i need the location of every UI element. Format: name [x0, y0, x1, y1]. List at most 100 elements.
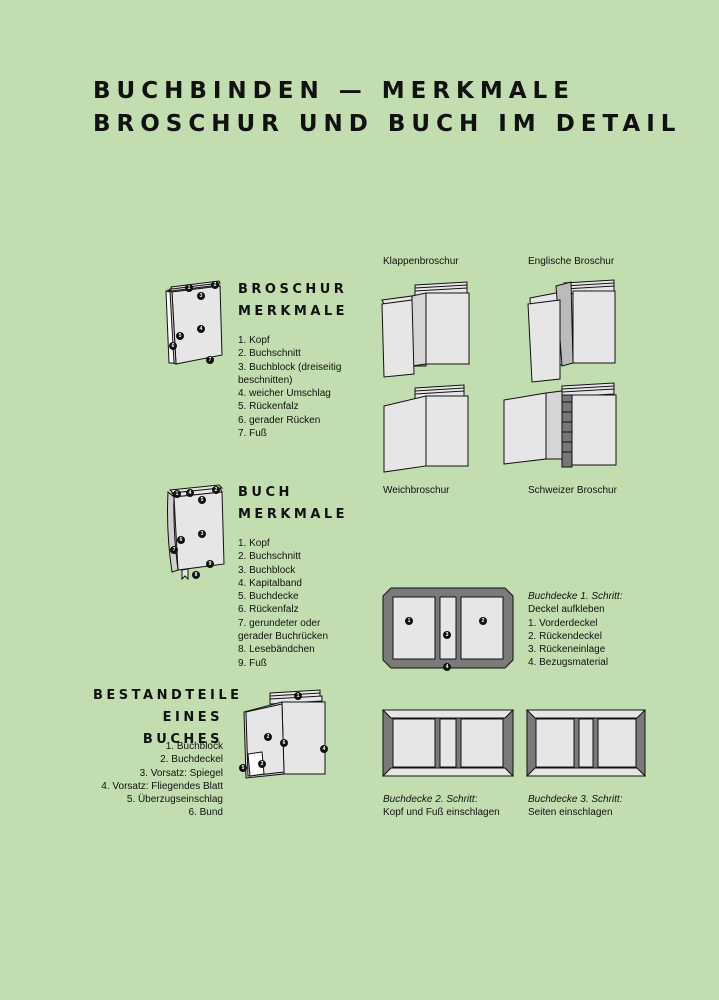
svg-text:8: 8: [195, 572, 198, 578]
marker-5: [239, 764, 247, 772]
page-title: BUCHBINDEN — MERKMALE BROSCHUR UND BUCH …: [93, 75, 681, 141]
marker-2: [479, 617, 487, 625]
label-klappenbroschur: Klappenbroschur: [383, 256, 459, 267]
svg-text:4: 4: [446, 664, 449, 670]
bestandteile-heading: BESTANDTEILE EINES BUCHES: [93, 688, 243, 747]
list-item: 6. Rückenfalz: [238, 604, 299, 616]
marker-4: [186, 489, 194, 497]
marker-6: [177, 536, 185, 544]
svg-text:2: 2: [215, 487, 218, 493]
svg-text:3: 3: [446, 632, 449, 638]
marker-4: [197, 325, 205, 333]
klappenbroschur-illustration: [381, 281, 470, 378]
weichbroschur-illustration: [383, 384, 469, 473]
buch-markers: 1 2 3 4 5 6 7 8 9: [170, 486, 220, 579]
list-item: 1. Kopf: [238, 335, 270, 346]
list-item: 4. Kapitalband: [238, 577, 302, 589]
svg-text:5: 5: [201, 497, 204, 503]
marker-9: [206, 560, 214, 568]
marker-5: [198, 496, 206, 504]
list-item: gerader Buchrücken: [238, 631, 329, 643]
label-englische-broschur: Englische Broschur: [528, 256, 615, 267]
buch-heading: BUCH MERKMALE: [238, 485, 349, 522]
list-item: beschnitten): [238, 374, 293, 386]
svg-text:5: 5: [242, 765, 245, 771]
list-item: 5. Rückenfalz: [238, 401, 299, 413]
svg-text:6: 6: [180, 537, 183, 543]
list-item: 8. Lesebändchen: [238, 644, 315, 656]
label-schweizer-broschur: Schweizer Broschur: [528, 485, 617, 496]
svg-text:7: 7: [209, 357, 212, 363]
svg-text:7: 7: [173, 547, 176, 553]
list-item: 6. Bund: [188, 807, 223, 819]
svg-text:6: 6: [172, 343, 175, 349]
bestandteile-illustration: 1 2 3 4 5 6: [239, 689, 328, 779]
svg-text:1: 1: [297, 693, 300, 699]
svg-text:2: 2: [482, 618, 485, 624]
svg-text:1: 1: [188, 285, 191, 291]
list-item: 2. Buchschnitt: [238, 551, 301, 563]
list-item: 3. Buchblock: [238, 564, 296, 576]
broschur-markers: 1 2 3 4 5 6 7: [169, 281, 219, 364]
list-item: 7. gerundeter oder: [238, 617, 321, 629]
svg-text:3: 3: [201, 531, 204, 537]
marker-7: [170, 546, 178, 554]
bestandteile-markers: 1 2 3 4 5 6: [239, 692, 328, 772]
broschur-list: 1. Kopf 2. Buchschnitt 3. Buchblock (dre…: [238, 334, 341, 440]
title-line-1: BUCHBINDEN — MERKMALE: [93, 78, 575, 104]
marker-8: [192, 571, 200, 579]
buchdecke-step1-text: Buchdecke 1. Schritt: Deckel aufkleben 1…: [528, 591, 623, 669]
marker-6: [169, 342, 177, 350]
buchdecke-step3-illustration: [525, 709, 647, 777]
list-item: 5. Überzugseinschlag: [126, 794, 223, 806]
buchdecke-step1-illustration: 1 2 3 4: [382, 587, 514, 671]
list-item: 4. weicher Umschlag: [238, 388, 331, 400]
buchdecke-step2-illustration: [381, 709, 515, 777]
list-item: 6. gerader Rücken: [238, 414, 321, 426]
svg-text:2: 2: [214, 282, 217, 288]
svg-text:2: 2: [267, 734, 270, 740]
marker-1: [405, 617, 413, 625]
svg-text:1: 1: [408, 618, 411, 624]
englische-broschur-illustration: [527, 279, 616, 383]
marker-4: [320, 745, 328, 753]
list-item: 1. Kopf: [238, 538, 270, 549]
marker-1: [185, 284, 193, 292]
marker-3: [197, 292, 205, 300]
buch-illustration: 1 2 3 4 5 6 7 8 9: [167, 484, 225, 581]
svg-text:5: 5: [179, 333, 182, 339]
marker-3: [443, 631, 451, 639]
svg-text:3: 3: [200, 293, 203, 299]
marker-2: [211, 281, 219, 289]
marker-5: [176, 332, 184, 340]
marker-4: [443, 663, 451, 671]
marker-3: [258, 760, 266, 768]
list-item: 2. Buchdeckel: [160, 754, 223, 766]
list-item: 7. Fuß: [238, 428, 267, 440]
svg-text:9: 9: [209, 561, 212, 567]
bestandteile-list: 1. Buchblock 2. Buchdeckel 3. Vorsatz: S…: [60, 740, 223, 820]
list-item: 2. Buchschnitt: [238, 348, 301, 360]
list-item: 1. Buchblock: [165, 741, 223, 752]
list-item: 4. Vorsatz: Fliegendes Blatt: [101, 780, 223, 792]
svg-text:3: 3: [261, 761, 264, 767]
svg-text:4: 4: [200, 326, 203, 332]
marker-7: [206, 356, 214, 364]
marker-2: [212, 486, 220, 494]
step1-markers: 1 2 3 4: [405, 617, 487, 671]
broschur-heading: BROSCHUR MERKMALE: [238, 282, 349, 319]
marker-1: [173, 490, 181, 498]
schweizer-broschur-illustration: [503, 382, 617, 468]
svg-text:4: 4: [189, 490, 192, 496]
list-item: 5. Buchdecke: [238, 591, 299, 603]
broschur-illustration: 1 2 3 4 5 6 7: [165, 280, 223, 365]
buch-list: 1. Kopf 2. Buchschnitt 3. Buchblock 4. K…: [238, 537, 328, 670]
marker-3: [198, 530, 206, 538]
list-item: 9. Fuß: [238, 657, 267, 669]
svg-text:1: 1: [176, 491, 179, 497]
marker-6: [280, 739, 288, 747]
list-item: 3. Buchblock (dreiseitig: [238, 361, 342, 373]
buchdecke-step2-text: Buchdecke 2. Schritt: Kopf und Fuß einsc…: [383, 794, 500, 819]
title-line-2: BROSCHUR UND BUCH IM DETAIL: [93, 111, 682, 137]
marker-2: [264, 733, 272, 741]
